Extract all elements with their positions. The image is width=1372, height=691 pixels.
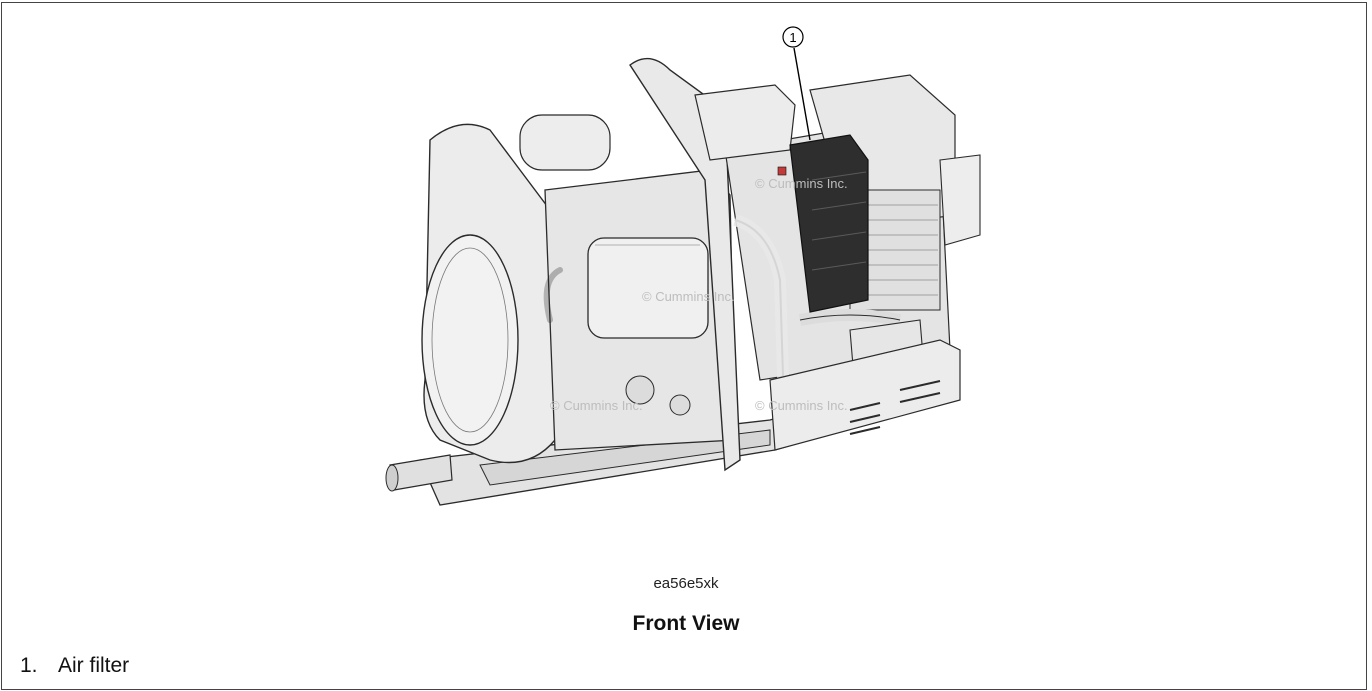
watermark: © Cummins Inc. xyxy=(642,289,735,304)
legend-item-label: Air filter xyxy=(58,654,130,677)
callout-number: 1 xyxy=(789,30,796,45)
legend-item: 1. Air filter xyxy=(20,654,129,678)
air-filter xyxy=(789,134,869,313)
watermark: © Cummins Inc. xyxy=(550,398,643,413)
top-cover xyxy=(694,84,796,161)
image-code: ea56e5xk xyxy=(653,575,719,592)
muffler-end xyxy=(421,234,519,446)
bracket xyxy=(939,154,981,246)
figure-caption: Front View xyxy=(632,612,740,635)
callout-circle xyxy=(782,26,804,48)
watermark: © Cummins Inc. xyxy=(755,398,848,413)
legend-item-number: 1. xyxy=(20,654,38,677)
tray-right xyxy=(769,339,961,451)
legend-list: 1. Air filter xyxy=(20,654,129,678)
divider-panel xyxy=(629,57,741,472)
watermark: © Cummins Inc. xyxy=(755,176,848,191)
valve-cover xyxy=(587,237,709,339)
generator-drawing: 1 © Cummins Inc. © Cummins Inc. © Cummin… xyxy=(385,26,981,506)
generator-illustration: 1 © Cummins Inc. © Cummins Inc. © Cummin… xyxy=(380,20,1000,520)
callout-leader xyxy=(793,47,811,141)
starter-motor xyxy=(519,114,611,171)
